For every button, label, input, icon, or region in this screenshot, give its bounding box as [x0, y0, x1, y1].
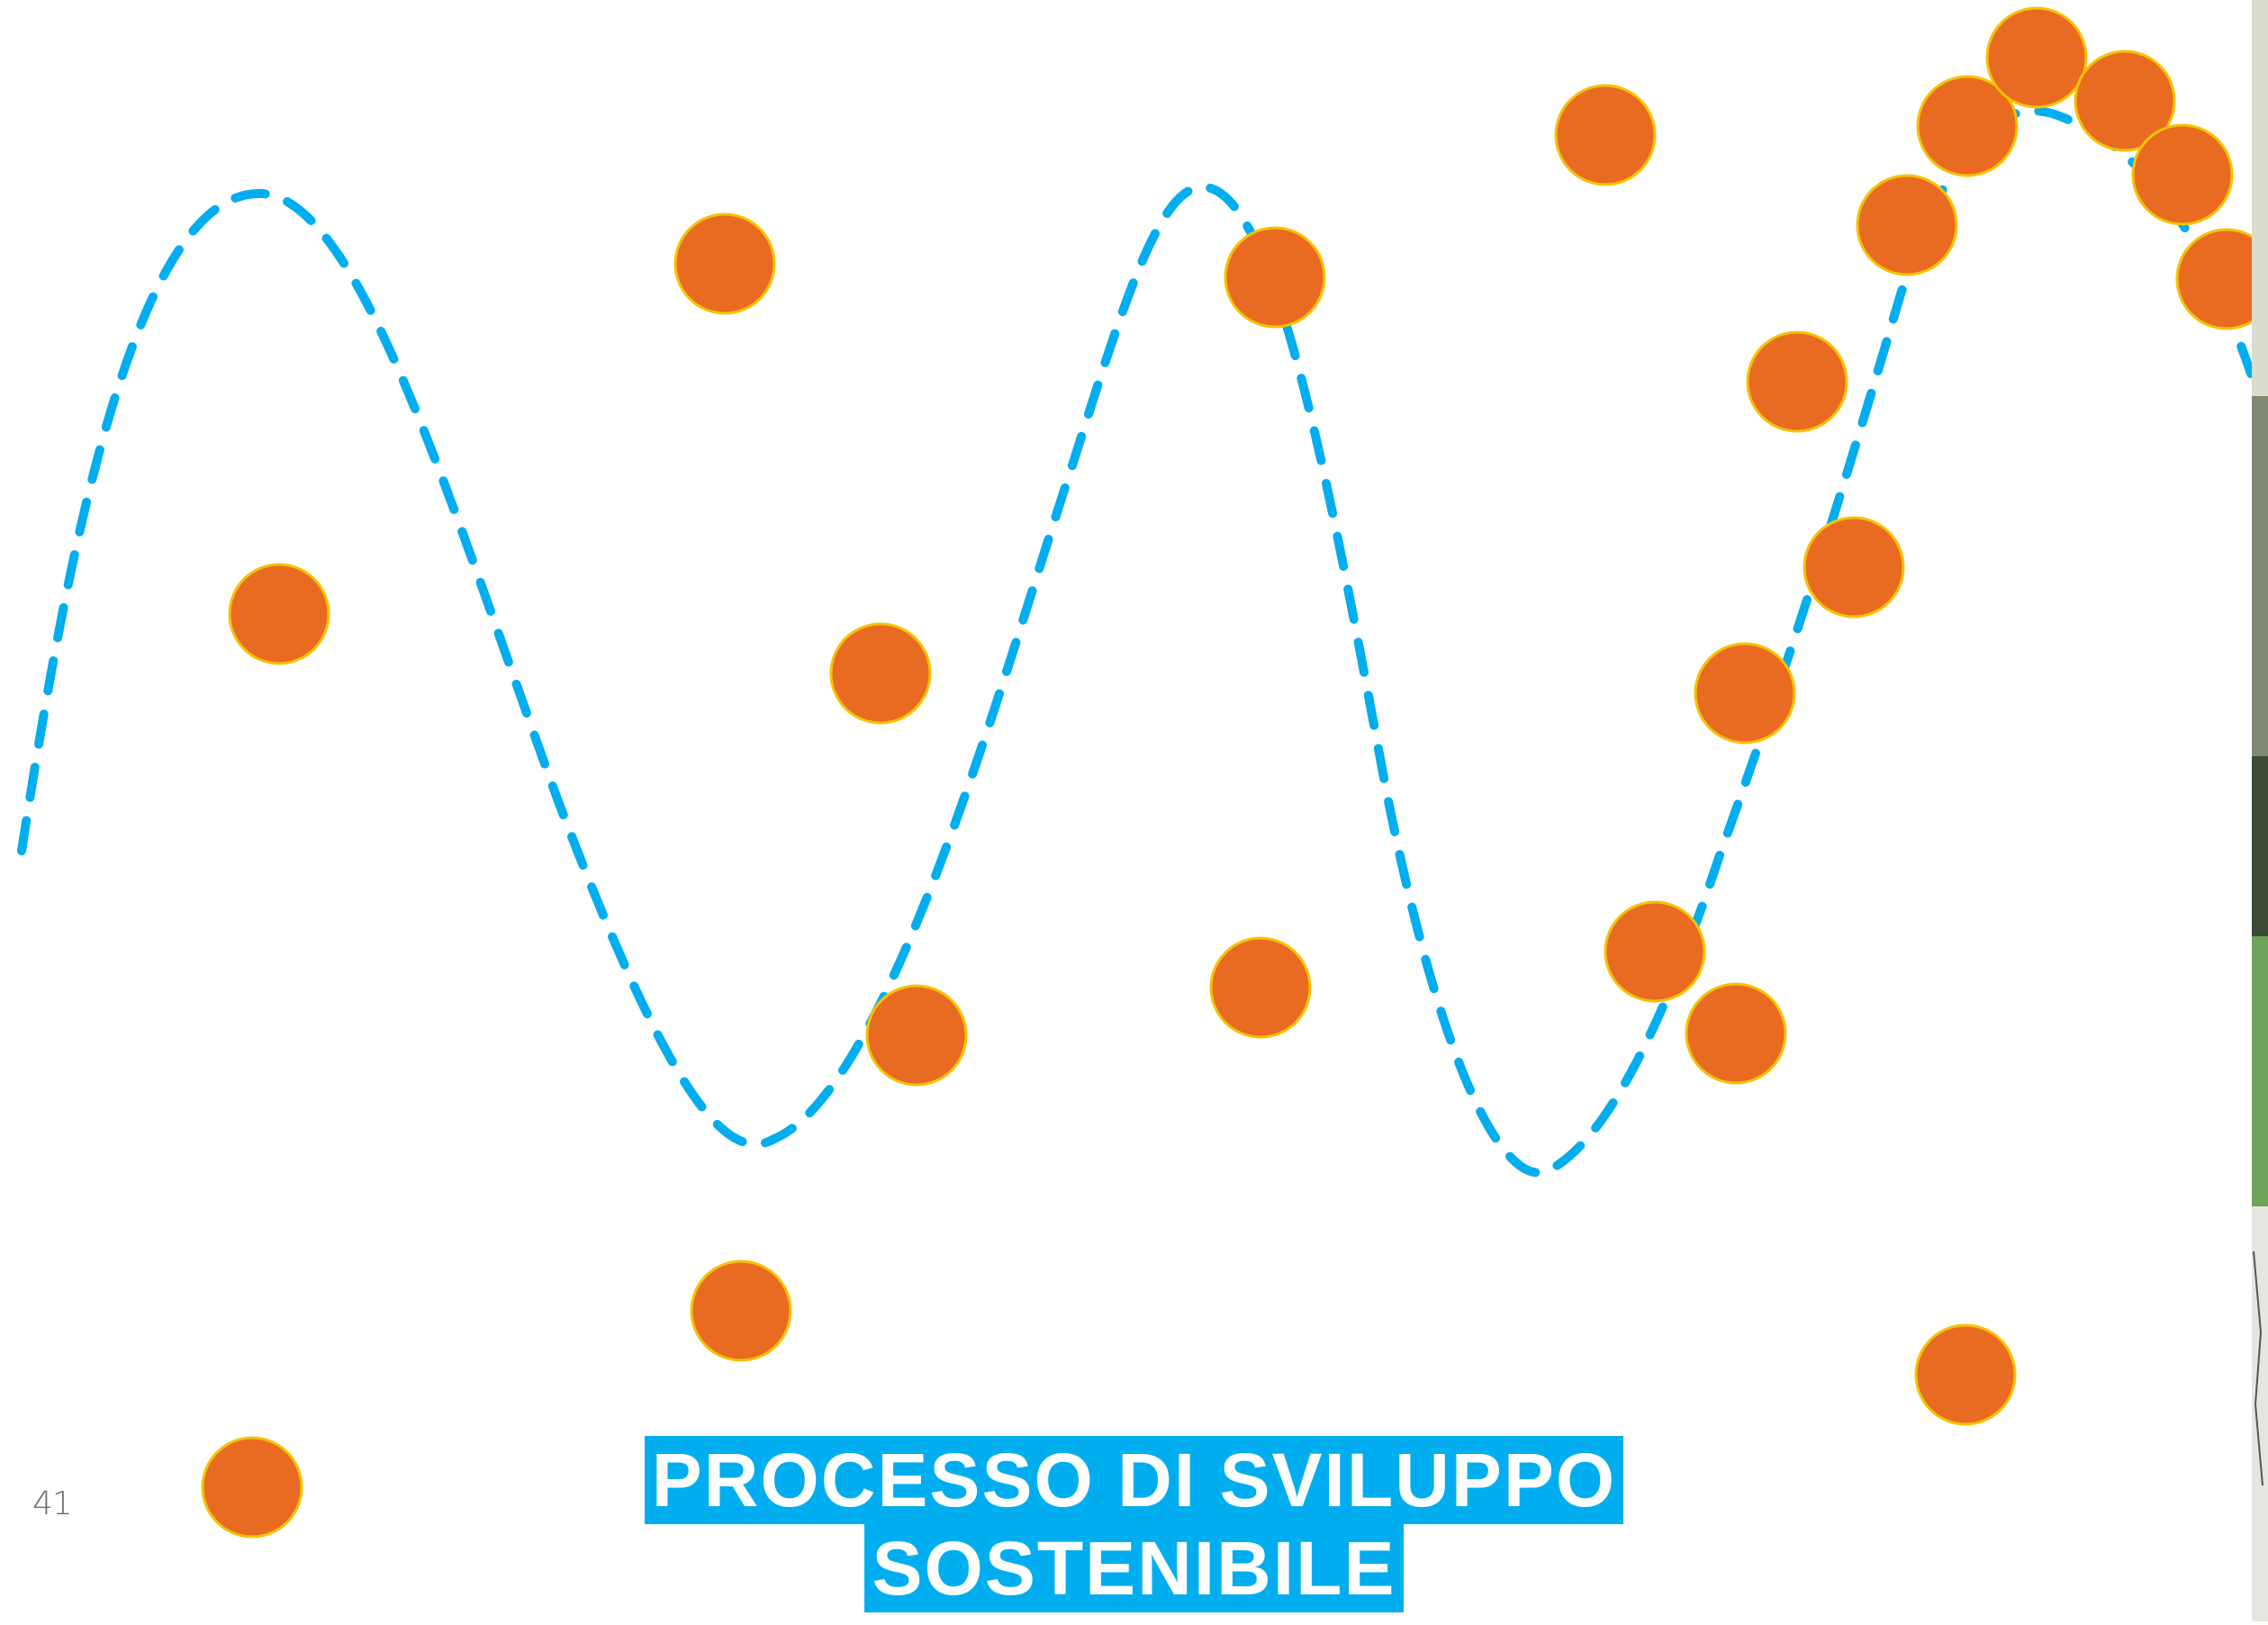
- orange-dot: [2175, 228, 2268, 330]
- orange-dots-group: [201, 6, 2268, 1539]
- orange-dot: [1803, 516, 1905, 618]
- orange-dot: [1209, 936, 1312, 1039]
- orange-dot: [1685, 982, 1787, 1085]
- orange-dot: [673, 212, 776, 315]
- orange-dot: [1694, 642, 1796, 745]
- orange-dot: [2074, 50, 2176, 152]
- page-number: 41: [32, 1485, 73, 1522]
- title-line-2: SOSTENIBILE: [864, 1524, 1404, 1612]
- orange-dot: [228, 563, 330, 665]
- dashed-wave-line: [17, 106, 2255, 1178]
- orange-dot: [1224, 226, 1326, 329]
- orange-dot: [2131, 123, 2234, 226]
- orange-dot: [1746, 330, 1848, 433]
- title-line-1: PROCESSO DI SVILUPPO: [644, 1436, 1624, 1524]
- orange-dot: [1604, 900, 1706, 1003]
- orange-dot: [1916, 75, 2019, 177]
- orange-dot: [865, 984, 968, 1087]
- orange-dot: [1985, 6, 2088, 109]
- orange-dot: [201, 1436, 303, 1539]
- title-block: PROCESSO DI SVILUPPO SOSTENIBILE: [0, 1436, 2268, 1612]
- photo-strip-image: [2252, 0, 2268, 1621]
- orange-dot: [829, 622, 932, 725]
- orange-dot: [690, 1259, 792, 1362]
- orange-dot: [1914, 1323, 2017, 1426]
- orange-dot: [1554, 84, 1657, 186]
- orange-dot: [1856, 174, 1958, 276]
